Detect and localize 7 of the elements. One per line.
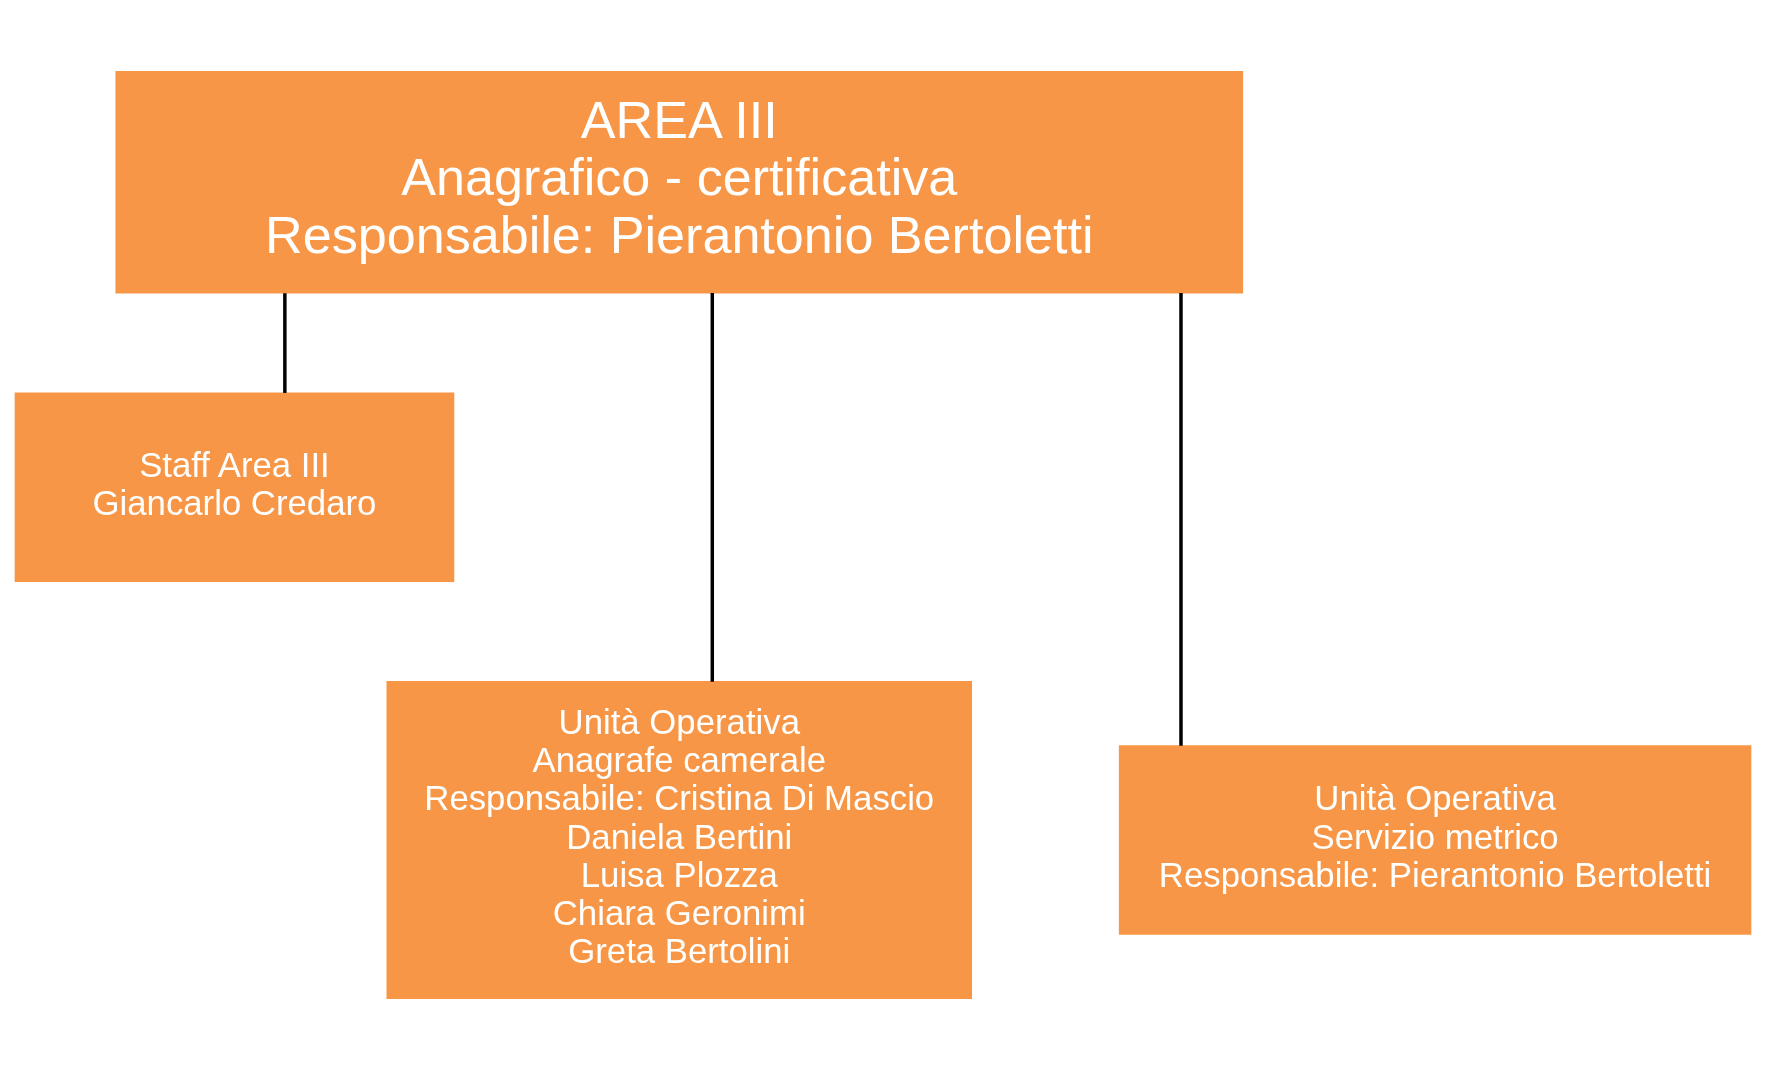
node-box: Unità Operativa Anagrafe camerale Responsabile: Cristina Di Mascio Daniela Bertini Luisa Plozza Chiara Geronimi Greta Bertolini bbox=[386, 680, 973, 999]
connector bbox=[283, 293, 287, 393]
node-box: Unità Operativa Servizio metrico Responsabile: Pierantonio Bertoletti bbox=[1118, 745, 1752, 935]
connector bbox=[710, 293, 715, 682]
node-box: AREA III Anagrafico - certificativa Responsabile: Pierantonio Bertoletti bbox=[115, 71, 1244, 294]
connector bbox=[1179, 293, 1183, 746]
node-box: Staff Area III Giancarlo Credaro bbox=[14, 392, 455, 582]
